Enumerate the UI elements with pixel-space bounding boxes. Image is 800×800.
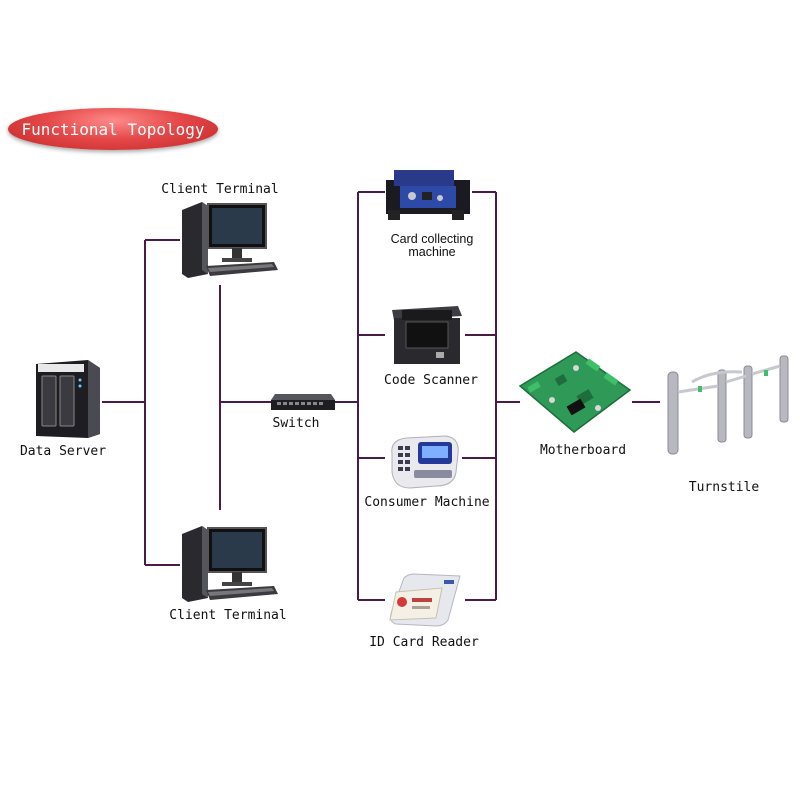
desktop-computer-icon	[178, 196, 282, 282]
switch-label: Switch	[272, 416, 320, 431]
client-terminal-bottom-label: Client Terminal	[169, 608, 287, 623]
turnstile-label: Turnstile	[688, 480, 760, 495]
data-server-label: Data Server	[19, 444, 107, 459]
code-scanner-label: Code Scanner	[384, 373, 478, 388]
id-card-reader-icon	[384, 570, 466, 628]
consumer-machine-label: Consumer Machine	[364, 495, 490, 510]
card-collecting-machine-icon	[382, 162, 474, 226]
circuit-board-icon	[516, 346, 634, 438]
consumer-machine-icon	[386, 432, 462, 490]
card-collecting-label-line2: machine	[408, 245, 456, 259]
turnstile-gate-icon	[662, 352, 792, 456]
id-card-reader-label: ID Card Reader	[369, 635, 479, 650]
client-terminal-top-label: Client Terminal	[161, 182, 279, 197]
card-collecting-label-line1: Card collecting	[390, 232, 474, 246]
card-collecting-label: Card collecting machine	[391, 233, 474, 259]
desktop-computer-icon	[178, 520, 282, 606]
diagram-title: Functional Topology	[21, 119, 205, 139]
code-scanner-icon	[388, 302, 464, 368]
motherboard-label: Motherboard	[539, 443, 627, 458]
title-badge: Functional Topology	[8, 108, 218, 150]
network-switch-icon	[271, 392, 335, 412]
nas-server-icon	[28, 356, 104, 440]
